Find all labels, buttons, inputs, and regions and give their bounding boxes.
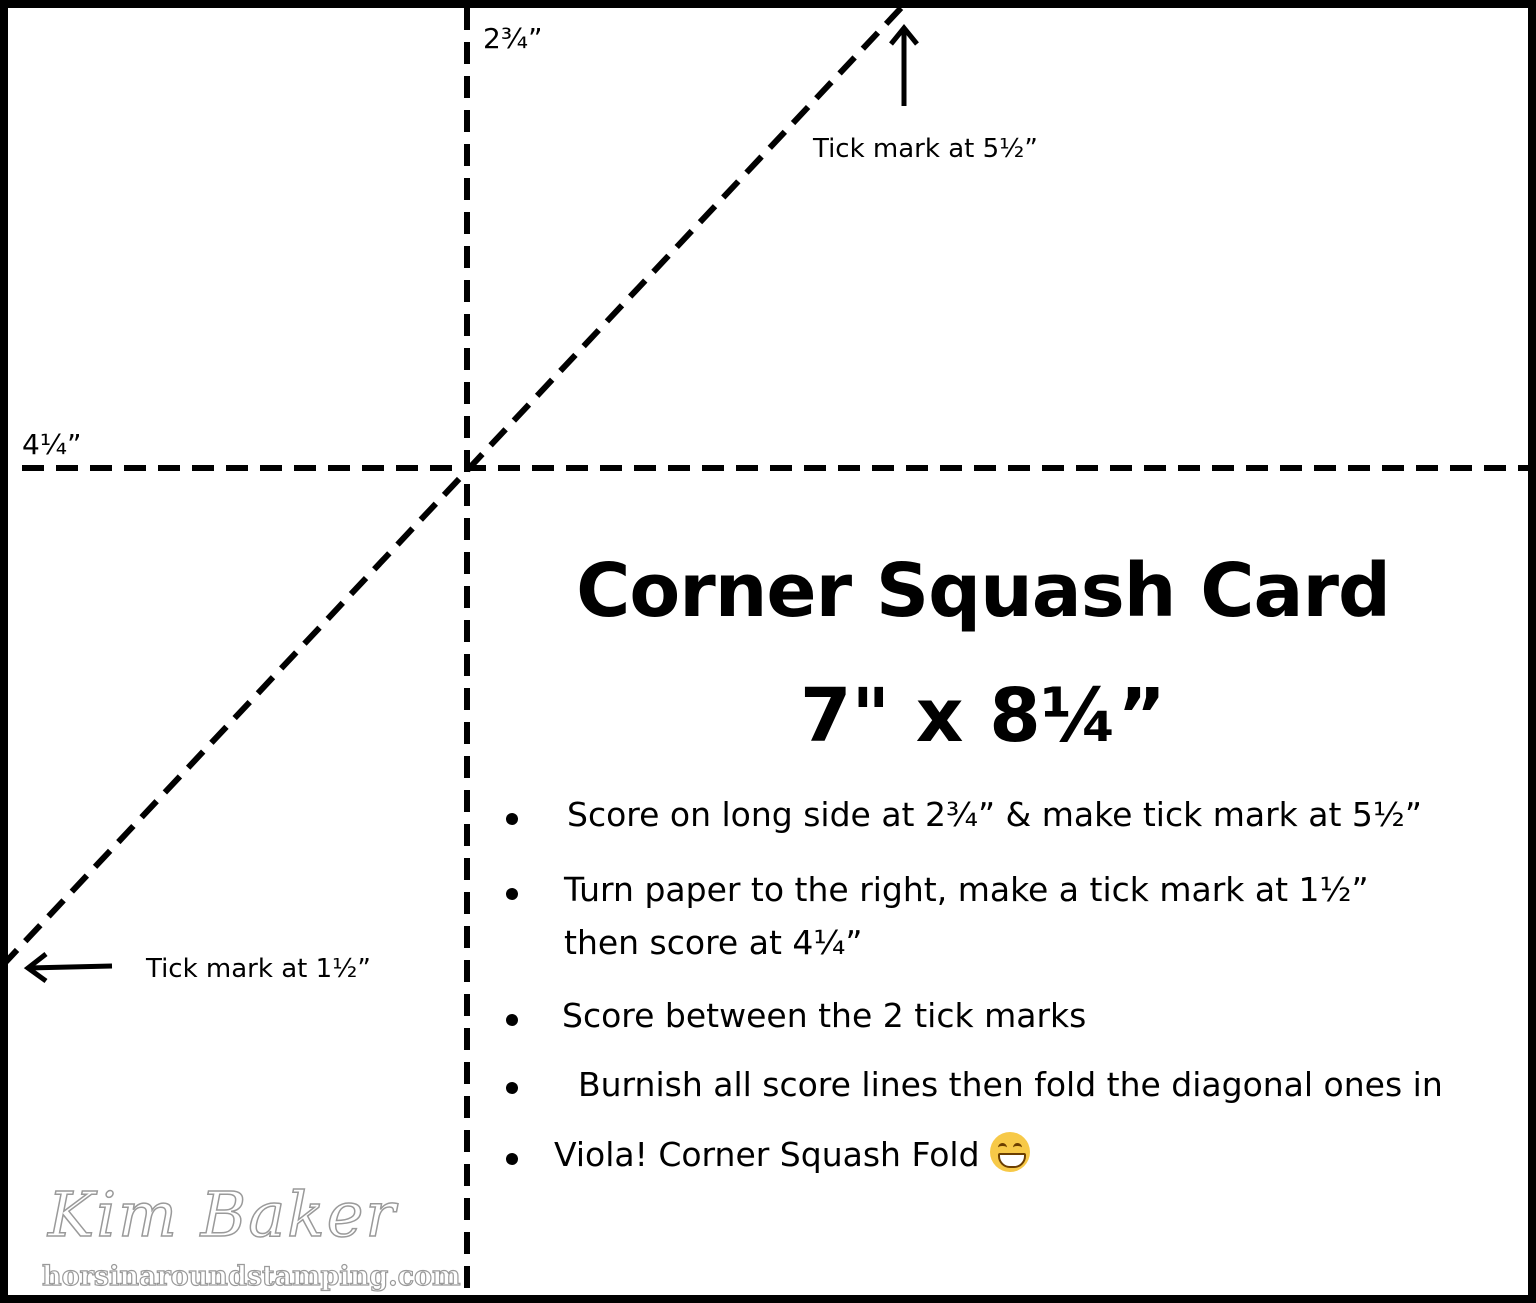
vertical-score-measure: 2¾” — [483, 22, 543, 55]
website-watermark: horsinaroundstamping.com — [41, 1260, 461, 1292]
arrow-up-icon — [889, 24, 919, 106]
grinning-face-icon — [989, 1132, 1030, 1172]
page-title: Corner Squash Card — [576, 548, 1391, 634]
diagonal-score-line — [8, 8, 904, 964]
step-text: Viola! Corner Squash Fold — [554, 1135, 980, 1174]
score-line-diagram — [8, 8, 1528, 1295]
card-diagram: 2¾” 4¼” Tick mark at 5½” Tick mark at 1½… — [8, 8, 1528, 1295]
bullet-icon — [506, 813, 518, 825]
bullet-icon — [506, 1153, 518, 1165]
bullet-icon — [506, 888, 518, 900]
horizontal-score-measure: 4¼” — [22, 428, 82, 461]
step-text-continued: then score at 4¼” — [564, 923, 863, 962]
tick-label-top: Tick mark at 5½” — [813, 134, 1038, 164]
bullet-icon — [506, 1082, 518, 1094]
card-dimensions: 7" x 8¼” — [799, 673, 1167, 759]
signature-watermark: Kim Baker — [47, 1177, 398, 1252]
step-text: Score on long side at 2¾” & make tick ma… — [567, 795, 1422, 834]
step-text: Burnish all score lines then fold the di… — [578, 1065, 1443, 1104]
step-text: Turn paper to the right, make a tick mar… — [564, 870, 1369, 909]
bullet-icon — [506, 1014, 518, 1026]
arrow-left-icon — [23, 952, 113, 984]
tick-label-left: Tick mark at 1½” — [146, 954, 371, 984]
step-text: Score between the 2 tick marks — [562, 996, 1087, 1035]
